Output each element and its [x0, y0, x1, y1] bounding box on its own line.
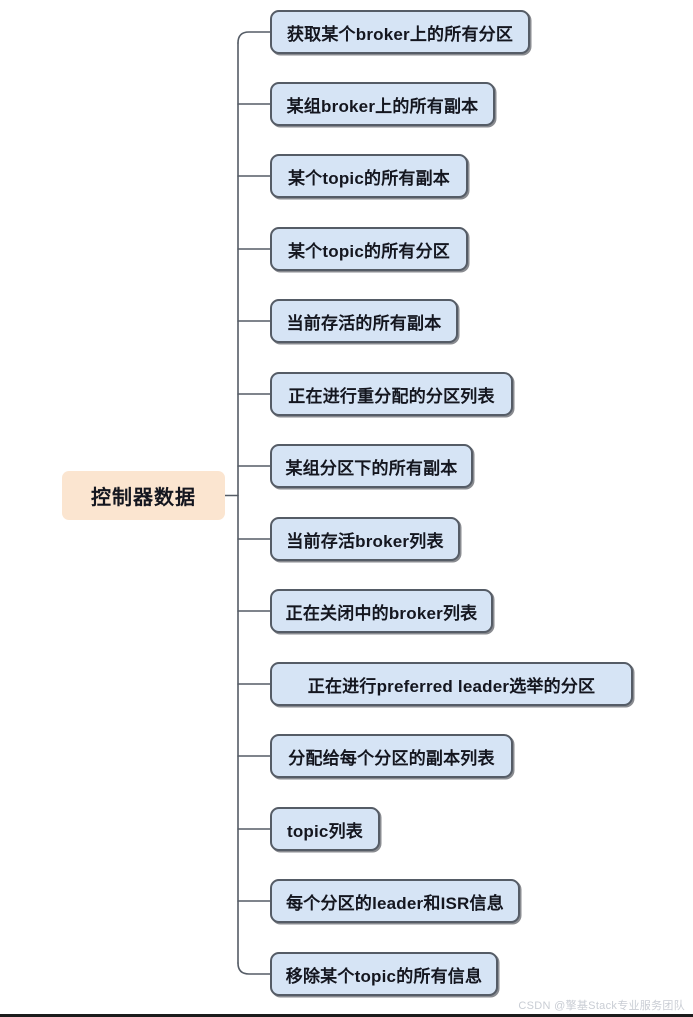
child-node-6-label: 某组分区下的所有副本	[285, 458, 458, 478]
child-node-0-label: 获取某个broker上的所有分区	[286, 24, 514, 44]
child-node-13[interactable]: 移除某个topic的所有信息	[270, 952, 498, 996]
child-node-9-label: 正在进行preferred leader选举的分区	[307, 676, 596, 696]
child-node-1[interactable]: 某组broker上的所有副本	[270, 82, 495, 126]
root-node-controller-data[interactable]: 控制器数据	[62, 471, 225, 520]
watermark-text: CSDN @擎基Stack专业服务团队	[518, 1000, 685, 1012]
child-node-4-label: 当前存活的所有副本	[286, 313, 442, 333]
child-node-7-label: 当前存活broker列表	[286, 531, 444, 551]
child-node-2-label: 某个topic的所有副本	[287, 168, 450, 188]
child-node-9[interactable]: 正在进行preferred leader选举的分区	[270, 662, 633, 706]
child-node-10[interactable]: 分配给每个分区的副本列表	[270, 734, 513, 778]
child-node-6[interactable]: 某组分区下的所有副本	[270, 444, 473, 488]
child-node-3[interactable]: 某个topic的所有分区	[270, 227, 468, 271]
child-node-0[interactable]: 获取某个broker上的所有分区	[270, 10, 530, 54]
child-node-13-label: 移除某个topic的所有信息	[285, 966, 483, 986]
child-node-10-label: 分配给每个分区的副本列表	[288, 748, 495, 768]
child-node-7[interactable]: 当前存活broker列表	[270, 517, 460, 561]
child-node-11[interactable]: topic列表	[270, 807, 380, 851]
child-node-12-label: 每个分区的leader和ISR信息	[286, 893, 504, 913]
child-node-1-label: 某组broker上的所有副本	[286, 96, 479, 116]
bottom-border-rule	[0, 1014, 693, 1017]
child-node-5-label: 正在进行重分配的分区列表	[288, 386, 495, 406]
child-node-3-label: 某个topic的所有分区	[287, 241, 450, 261]
child-node-12[interactable]: 每个分区的leader和ISR信息	[270, 879, 520, 923]
child-node-2[interactable]: 某个topic的所有副本	[270, 154, 468, 198]
child-node-11-label: topic列表	[286, 821, 363, 841]
root-node-controller-data-label: 控制器数据	[91, 487, 196, 509]
child-node-8[interactable]: 正在关闭中的broker列表	[270, 589, 493, 633]
child-node-4[interactable]: 当前存活的所有副本	[270, 299, 458, 343]
child-node-5[interactable]: 正在进行重分配的分区列表	[270, 372, 513, 416]
child-node-8-label: 正在关闭中的broker列表	[285, 603, 478, 623]
